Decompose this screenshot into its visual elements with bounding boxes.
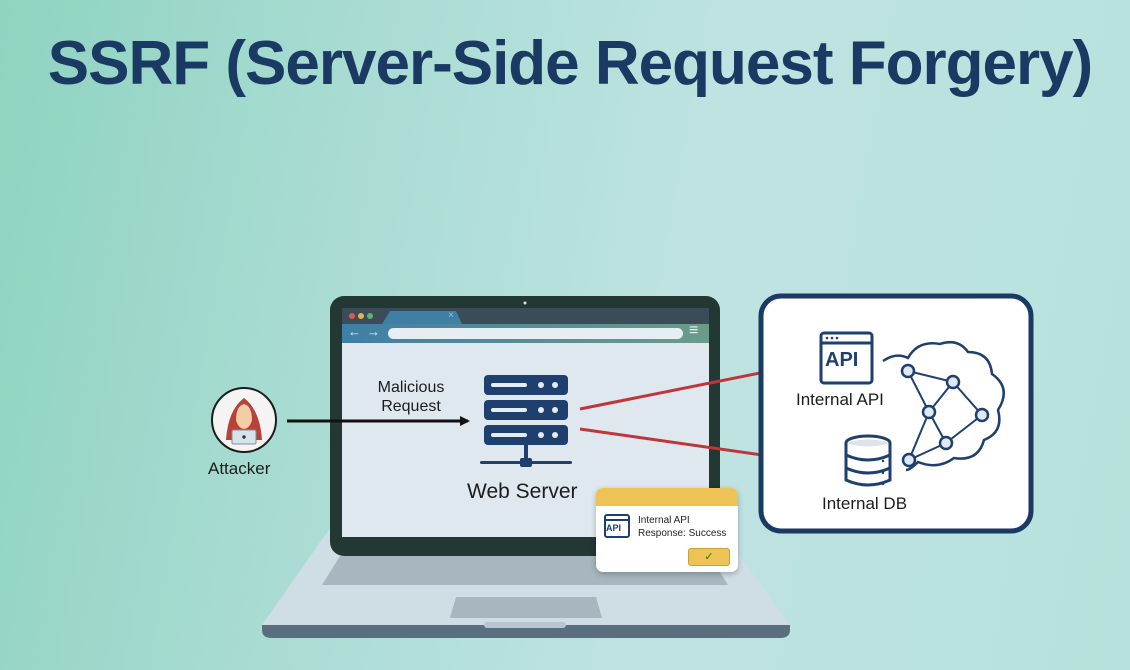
internal-api-icon xyxy=(819,331,874,385)
popup-api-icon xyxy=(604,514,630,538)
malicious-label-line2: Request xyxy=(381,398,441,415)
forward-arrow-icon[interactable]: → xyxy=(367,324,380,339)
menu-icon[interactable]: ≡ xyxy=(689,322,699,339)
tab-close-icon[interactable]: × xyxy=(448,310,454,321)
internal-db-label: Internal DB xyxy=(822,494,908,513)
api-icon-text: API xyxy=(825,349,859,371)
trackpad xyxy=(450,597,602,618)
api-response-popup: API Internal API Response: Success ✓ xyxy=(596,488,738,572)
cloud-network-icon xyxy=(882,341,1005,472)
address-bar[interactable] xyxy=(388,328,683,339)
popup-confirm-button[interactable]: ✓ xyxy=(688,548,730,566)
malicious-label-line1: Malicious xyxy=(377,379,445,396)
popup-api-icon-text: API xyxy=(606,523,622,533)
internal-db-icon xyxy=(844,434,892,487)
browser-tab[interactable] xyxy=(382,311,462,324)
internal-api-label: Internal API xyxy=(796,390,884,409)
web-server-label: Web Server xyxy=(467,480,578,503)
attacker-icon xyxy=(211,387,277,453)
server-rack-icon xyxy=(480,375,572,467)
attacker-label: Attacker xyxy=(208,459,271,478)
page-title: SSRF (Server-Side Request Forgery) xyxy=(47,29,1093,98)
checkmark-icon: ✓ xyxy=(704,551,714,563)
minimize-window-dot xyxy=(358,313,364,319)
popup-line1: Internal API xyxy=(638,515,690,526)
popup-message: Internal API Response: Success xyxy=(638,514,726,540)
malicious-request-label: Malicious Request xyxy=(352,378,470,416)
popup-header xyxy=(596,488,738,506)
close-window-dot xyxy=(349,313,355,319)
maximize-window-dot xyxy=(367,313,373,319)
popup-line2: Response: Success xyxy=(638,528,727,539)
back-arrow-icon[interactable]: ← xyxy=(348,324,361,339)
